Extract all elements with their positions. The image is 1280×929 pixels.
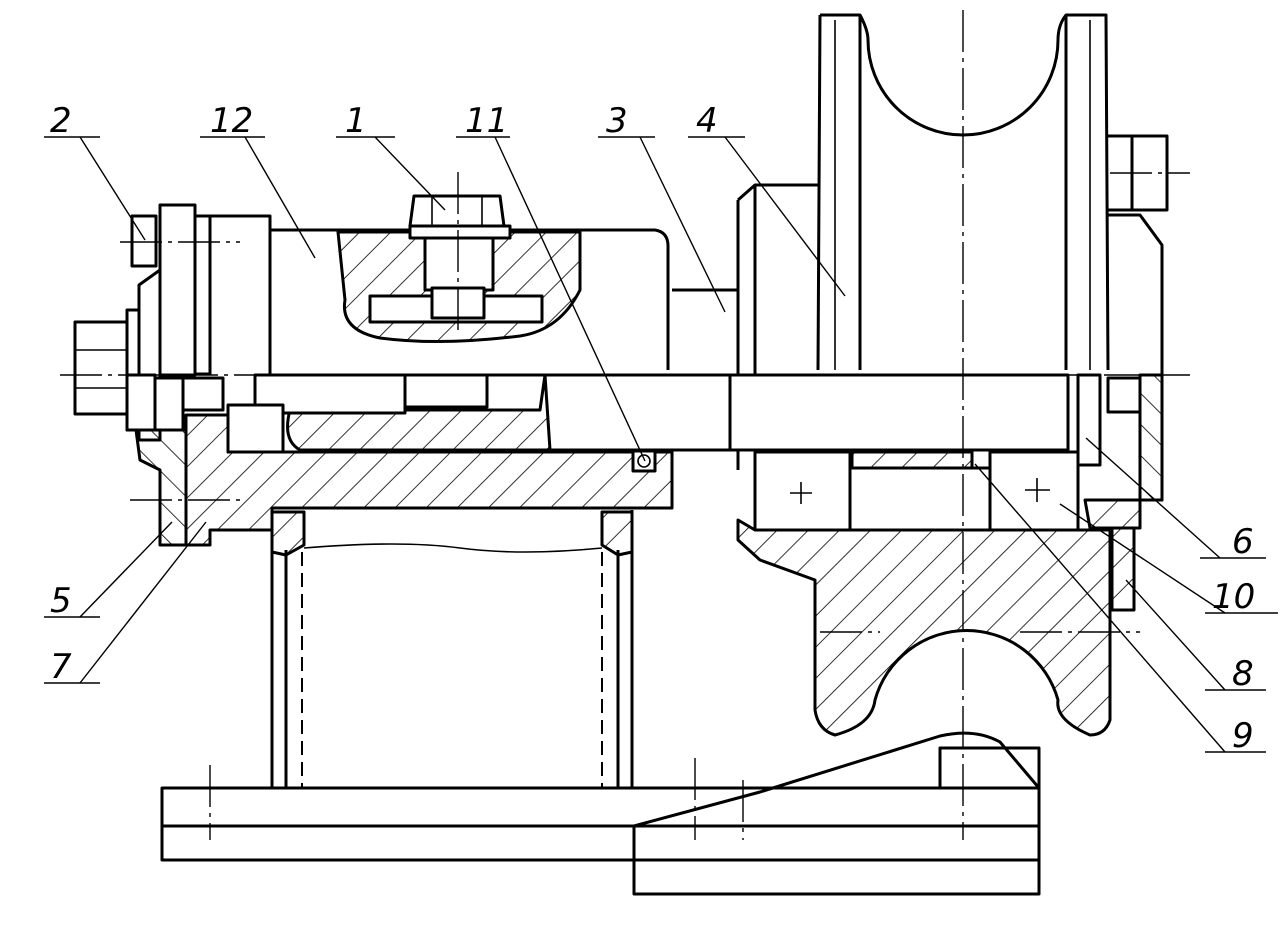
label-8: 8 <box>1232 654 1254 694</box>
label-3: 3 <box>606 101 628 141</box>
label-4: 4 <box>696 101 718 141</box>
leader-lines <box>44 136 1278 753</box>
tube-stand <box>270 510 634 788</box>
housing-12 <box>208 172 670 375</box>
label-12: 12 <box>210 101 253 141</box>
part-labels: 2 12 1 11 3 4 5 7 6 10 8 9 <box>50 101 1255 756</box>
roller-4 <box>728 13 1190 737</box>
label-11: 11 <box>465 101 508 141</box>
label-6: 6 <box>1232 522 1254 562</box>
label-2: 2 <box>50 101 72 141</box>
label-7: 7 <box>50 647 72 687</box>
label-1: 1 <box>345 101 367 141</box>
label-5: 5 <box>50 581 72 621</box>
bracket <box>184 288 738 547</box>
label-9: 9 <box>1232 716 1254 756</box>
label-10: 10 <box>1212 577 1255 617</box>
center-lines <box>60 10 1190 840</box>
base-plate <box>160 731 1041 896</box>
